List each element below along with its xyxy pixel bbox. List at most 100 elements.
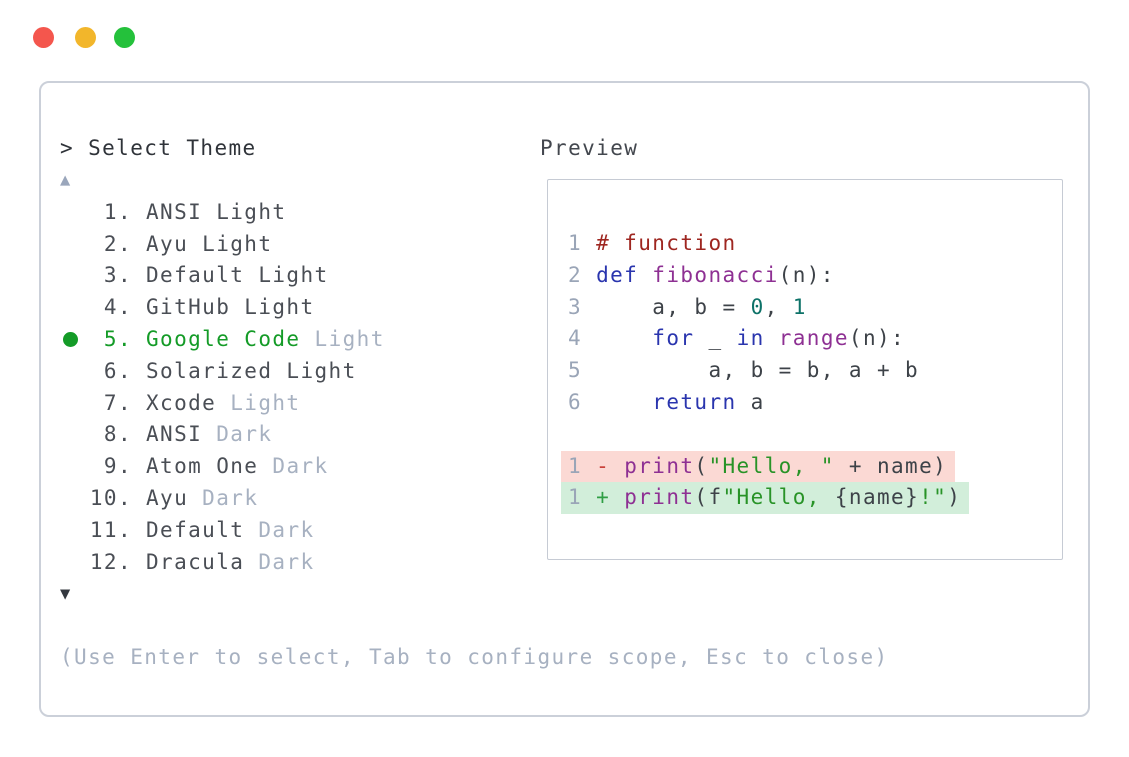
code-line [568,419,969,451]
line-number: 1 [568,485,597,510]
theme-item-variant: Dark [202,422,273,447]
code-token-string: "Hello, " [708,453,835,478]
theme-item-number: 11. [89,517,132,542]
code-token-plain: (n): [778,262,835,287]
theme-item-number: 1. [103,199,132,224]
theme-list-item[interactable]: 8. ANSI Dark [60,419,385,451]
preview-label: Preview [540,136,639,160]
code-token-keyword: in [736,326,765,351]
selected-dot-icon [63,331,78,347]
code-token-plain: + name) [834,453,948,478]
code-token-keyword: def [596,262,639,287]
dialog-title: > Select Theme [60,136,257,160]
theme-selector-dialog: > Select Theme ▲ 1. ANSI Light 2. Ayu Light… [39,81,1090,717]
scroll-up-icon[interactable]: ▲ [60,170,72,190]
traffic-light-minimize-icon[interactable] [75,27,96,48]
code-token-plain: ) [947,485,962,510]
theme-item-label: Default Dark [146,517,315,542]
theme-item-label: Ayu Dark [146,486,259,511]
theme-item-variant: Dark [258,454,329,479]
code-token-plain: (n): [848,326,906,351]
code-token-string: "Hello, [722,485,835,510]
code-token-plain: a, b = b, a + b [596,358,920,383]
code-token-marker-add: + [596,485,625,510]
code-token-plain: (f [694,485,723,510]
theme-list-item[interactable]: 3. Default Light [60,260,385,292]
theme-item-label: Default Light [146,263,329,288]
code-token-number: 0 [750,294,765,319]
code-token-plain: , [764,294,793,319]
keyboard-hints: (Use Enter to select, Tab to configure s… [60,645,889,669]
traffic-light-zoom-icon[interactable] [114,27,135,48]
theme-list-item[interactable]: 4. GitHub Light [60,291,385,323]
theme-item-label: ANSI Dark [146,422,273,447]
code-line: 5 a, b = b, a + b [568,355,969,387]
theme-item-number: 12. [89,549,132,574]
theme-item-number: 5. [103,327,132,352]
code-token-number: 1 [792,294,807,319]
theme-item-number: 7. [103,390,132,415]
line-number: 5 [568,358,597,383]
theme-item-number: 8. [103,422,132,447]
theme-item-label: ANSI Light [146,199,287,224]
theme-list-item[interactable]: 7. Xcode Light [60,387,385,419]
code-token-comment: # function [596,231,737,255]
theme-item-variant: Dark [188,486,259,511]
theme-list-item[interactable]: 1. ANSI Light [60,196,385,228]
theme-item-number: 10. [89,486,132,511]
code-token-plain [596,326,652,350]
line-number: 6 [568,389,597,414]
code-token-plain [765,326,779,350]
line-number: 2 [568,262,597,287]
theme-item-label: Google Code Light [146,327,385,352]
theme-list-item[interactable]: 10. Ayu Dark [60,482,385,514]
code-line: 1 # function [568,228,969,260]
theme-item-label: Atom One Dark [146,454,329,479]
code-line: 3 a, b = 0, 1 [568,292,969,324]
theme-item-label: Xcode Light [146,390,301,415]
diff-highlight: 1 - print("Hello, " + name) [561,450,956,483]
code-token-plain: _ [694,326,737,351]
code-token-marker-del: - [596,453,625,478]
code-token-string: !" [919,485,948,510]
theme-item-variant: Dark [244,549,315,574]
theme-item-number: 9. [103,454,132,479]
theme-item-number: 2. [103,231,132,256]
theme-list-item[interactable]: 2. Ayu Light [60,228,385,260]
theme-item-number: 6. [103,358,132,383]
code-token-keyword: for [652,326,695,351]
code-token-plain: a, b = [596,294,751,319]
theme-list-item[interactable]: 12.Dracula Dark [60,546,385,578]
code-token-title: print [624,485,695,510]
theme-item-variant: Light [216,390,301,415]
theme-item-number: 4. [103,295,132,320]
scroll-down-icon[interactable]: ▼ [60,584,72,604]
theme-list-item[interactable]: 9. Atom One Dark [60,450,385,482]
code-token-plain [596,390,652,414]
theme-item-label: Ayu Light [146,231,273,256]
theme-list: 1. ANSI Light 2. Ayu Light 3. Default Light 4.… [60,196,385,578]
theme-list-item[interactable]: 6.Solarized Light [60,355,385,387]
theme-list-item[interactable]: 11. Default Dark [60,514,385,546]
theme-item-label: GitHub Light [146,295,315,320]
diff-removed-line: 1 - print("Hello, " + name) [561,450,969,483]
code-token-title: print [624,453,695,478]
code-token-plain: ( [694,453,709,478]
code-token-title: range [778,326,849,351]
selected-indicator [60,331,86,347]
diff-highlight: 1 + print(f"Hello, {name}!") [561,482,970,515]
traffic-light-close-icon[interactable] [33,27,54,48]
theme-item-variant: Dark [244,517,315,542]
code-token-plain: a [736,389,765,414]
code-token-plain [638,263,652,287]
line-number: 1 [568,231,597,255]
line-number: 1 [568,453,597,478]
code-line: 4 for _ in range(n): [568,323,969,355]
theme-item-variant: Light [300,327,385,352]
code-token-title: fibonacci [652,262,779,287]
code-line: 2 def fibonacci(n): [568,260,969,292]
theme-list-item[interactable]: 5. Google Code Light [60,323,385,355]
line-number: 4 [568,326,597,351]
line-number: 3 [568,294,597,319]
theme-item-number: 3. [103,263,132,288]
